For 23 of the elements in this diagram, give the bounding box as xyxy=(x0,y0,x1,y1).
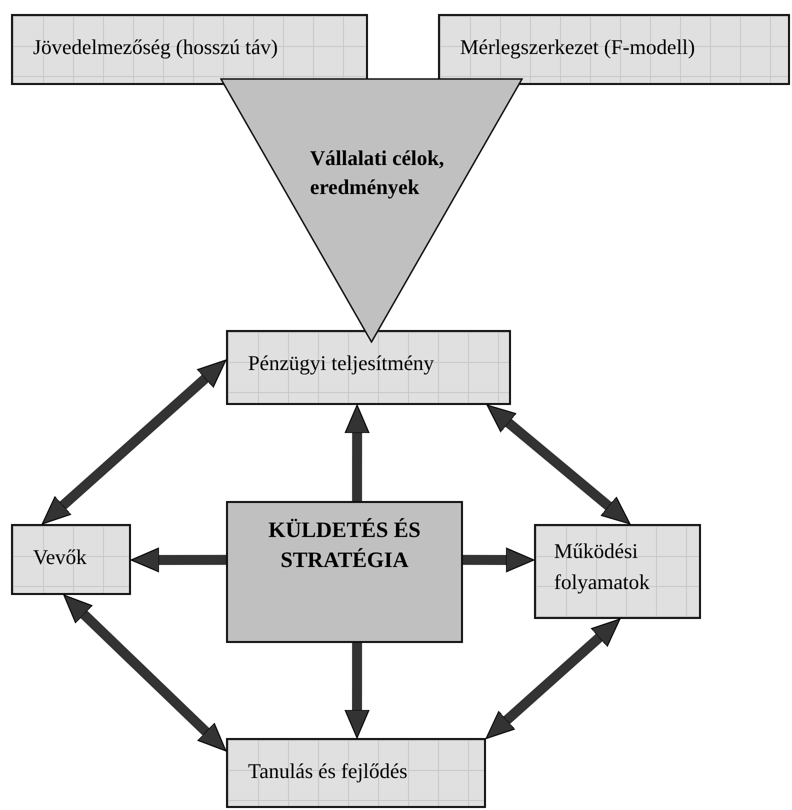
process-box xyxy=(11,524,131,595)
arrow xyxy=(130,547,226,572)
process-box xyxy=(11,14,368,85)
box-label: Mérlegszerkezet (F-modell) xyxy=(460,34,695,61)
goal-text: Vállalati célok, eredmények xyxy=(310,145,446,201)
arrow xyxy=(344,404,370,501)
box-label: Jövedelmezőség (hosszú táv) xyxy=(33,34,278,61)
box-label: Működési folyamatok xyxy=(554,538,651,596)
double-arrow xyxy=(42,360,226,524)
box-label: Tanulás és fejlődés xyxy=(248,758,408,785)
double-arrow xyxy=(486,404,631,524)
strategy-text: KÜLDETÉS ÉS STRATÉGIA xyxy=(267,516,422,574)
arrow xyxy=(463,547,534,572)
box-label: Vevők xyxy=(33,544,87,571)
process-box xyxy=(534,524,701,619)
box-label: Pénzügyi teljesítmény xyxy=(248,350,434,377)
process-box xyxy=(438,14,790,85)
arrow xyxy=(344,643,370,738)
double-arrow xyxy=(63,594,226,752)
strategy-box xyxy=(226,501,463,643)
process-box xyxy=(226,330,511,405)
process-box xyxy=(226,738,486,808)
double-arrow xyxy=(486,618,620,740)
